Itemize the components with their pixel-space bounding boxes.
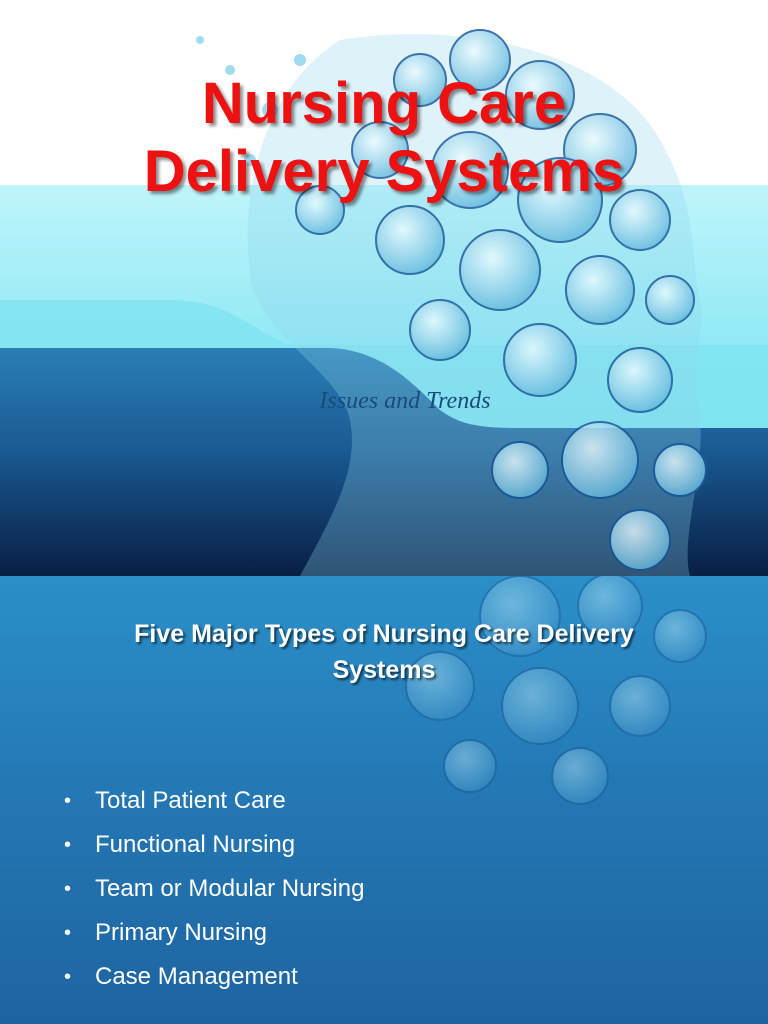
list-item-text: Team or Modular Nursing: [95, 875, 365, 902]
list-item-text: Primary Nursing: [95, 919, 268, 946]
list-item: • Functional Nursing: [62, 830, 364, 874]
heading-line-1: Five Major Types of Nursing Care Deliver…: [134, 620, 634, 648]
head-of-clocks-illustration: [196, 29, 707, 576]
slide-subtitle: Issues and Trends: [319, 388, 491, 414]
heading-line-2: Systems: [332, 656, 436, 684]
bullet-icon: •: [64, 878, 72, 900]
list-item: • Case Management: [62, 962, 364, 1006]
list-item-text: Functional Nursing: [95, 831, 296, 858]
list-item: • Primary Nursing: [62, 918, 364, 962]
slide-title: Nursing Care Delivery Systems: [0, 70, 768, 206]
title-slide: Nursing Care Delivery Systems Issues and…: [0, 29, 768, 576]
list-item: • Total Patient Care: [62, 786, 364, 830]
list-item-text: Case Management: [95, 963, 298, 990]
bullet-icon: •: [64, 966, 72, 988]
content-slide: Five Major Types of Nursing Care Deliver…: [0, 576, 768, 1024]
dark-wave-band: [0, 348, 768, 576]
title-line-2: Delivery Systems: [143, 139, 625, 204]
list-item-text: Total Patient Care: [95, 787, 286, 814]
list-item: • Team or Modular Nursing: [62, 874, 364, 918]
slide-heading: Five Major Types of Nursing Care Deliver…: [60, 616, 708, 688]
delivery-systems-list: •Total Patient Care •Functional Nursing …: [62, 786, 364, 1006]
bullet-icon: •: [64, 922, 72, 944]
bullet-icon: •: [64, 834, 72, 856]
head-of-clocks-illustration-faded: [405, 576, 707, 805]
bullet-icon: •: [64, 790, 72, 812]
background-decor-2: [405, 576, 707, 805]
background-decor: [0, 29, 768, 576]
title-line-1: Nursing Care: [201, 71, 567, 136]
